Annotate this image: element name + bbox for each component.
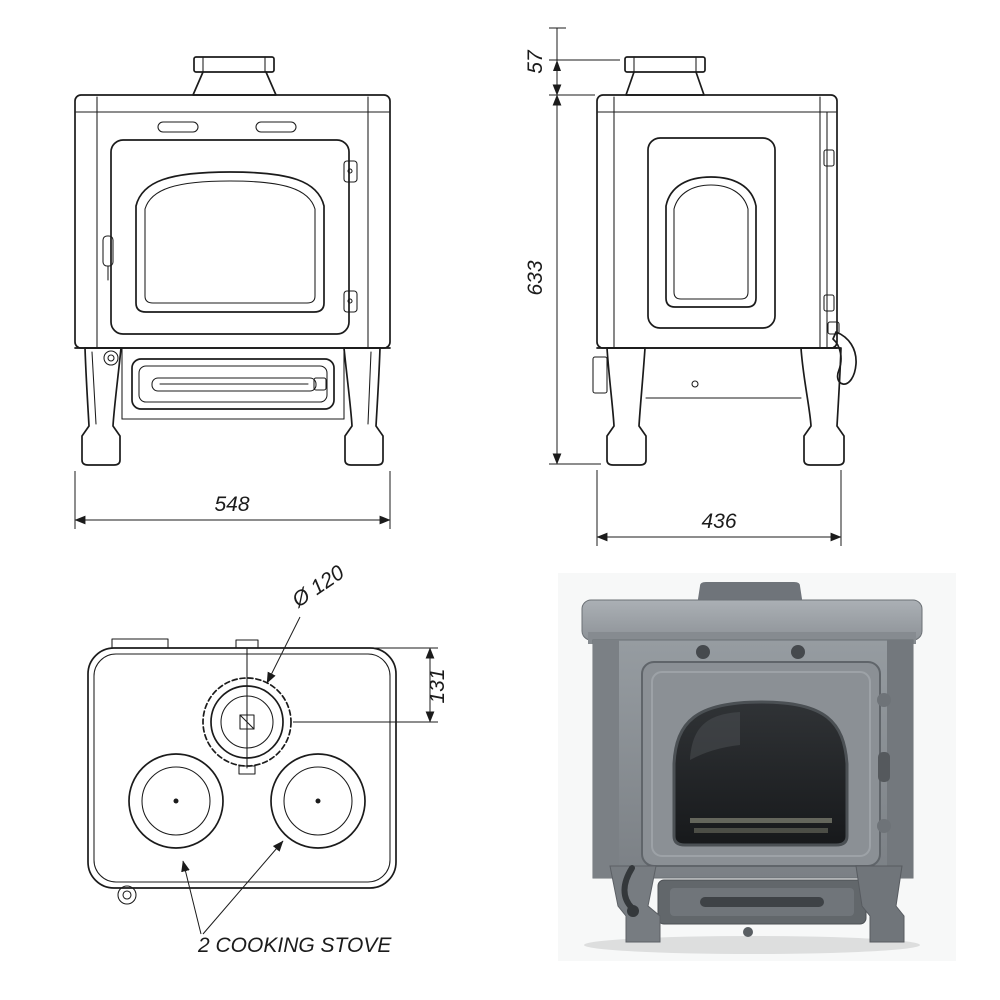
front-door-hinge-bottom [343,290,358,313]
cooking-stove-text: 2 COOKING STOVE [197,934,392,957]
photo-top-knob-left [696,645,710,659]
photo-hinge-bottom [877,819,891,833]
photo-top-knob-right [791,645,805,659]
side-panel-arch [647,137,776,329]
photo-door-window [672,700,849,847]
top-flue-offset-dimension: 131 [293,647,449,723]
photo-drawer-handle [700,897,824,907]
front-air-knob [103,350,119,366]
photo-door-handle [878,752,890,782]
photo-shaker-tool [621,865,635,911]
front-ash-drawer [131,358,335,410]
cooking-stove-annotation: 2 COOKING STOVE [181,840,392,957]
top-cooking-plate-left [128,753,224,849]
front-width-dimension: 548 [74,471,391,529]
front-base [74,347,391,466]
flue-offset-text: 131 [426,668,449,703]
side-base [592,347,845,466]
side-depth-dimension: 436 [596,470,842,546]
top-knob [117,885,137,905]
front-body [74,94,391,349]
front-leg-right [343,347,384,466]
side-height-dimension: 633 [524,94,601,465]
side-height-text: 633 [524,260,547,295]
front-flue-collar [192,56,277,96]
side-flue-height-text: 57 [524,49,547,74]
photo-hinge-top [877,693,891,707]
front-view-drawing: 548 [74,56,391,529]
top-rod-mount [235,639,259,649]
front-door-hinge-top [343,160,358,183]
flue-diameter-text: Ø 120 [287,561,348,613]
top-cooking-plate-right [270,753,366,849]
photo-bolt [743,927,753,937]
top-view-drawing: Ø 120 131 2 COOKING STOVE [87,561,449,957]
top-flue-ring [202,648,292,775]
top-flue-diameter-callout: Ø 120 [266,561,349,684]
side-rear-bracket [592,356,608,394]
side-view-drawing: 57 633 436 [524,27,857,546]
front-door-window [135,171,325,313]
side-flue-height-dimension: 57 [524,27,620,96]
side-bolt [691,380,699,388]
side-leg-front [800,347,845,466]
front-vent-slot-left [157,121,199,133]
front-vent-slot-right [255,121,297,133]
side-flue-collar [624,56,706,96]
side-body [596,94,838,349]
side-leg-rear [606,347,647,466]
side-depth-text: 436 [701,510,736,533]
front-width-dimension-text: 548 [214,493,249,516]
top-body [87,638,397,905]
side-door-handle [827,321,857,385]
stove-photo [558,573,956,961]
front-door [102,139,358,335]
photo-leg-right [855,865,905,943]
front-leg-left [81,347,122,466]
top-rear-tab [111,638,169,649]
front-drawer-handle [151,377,317,392]
